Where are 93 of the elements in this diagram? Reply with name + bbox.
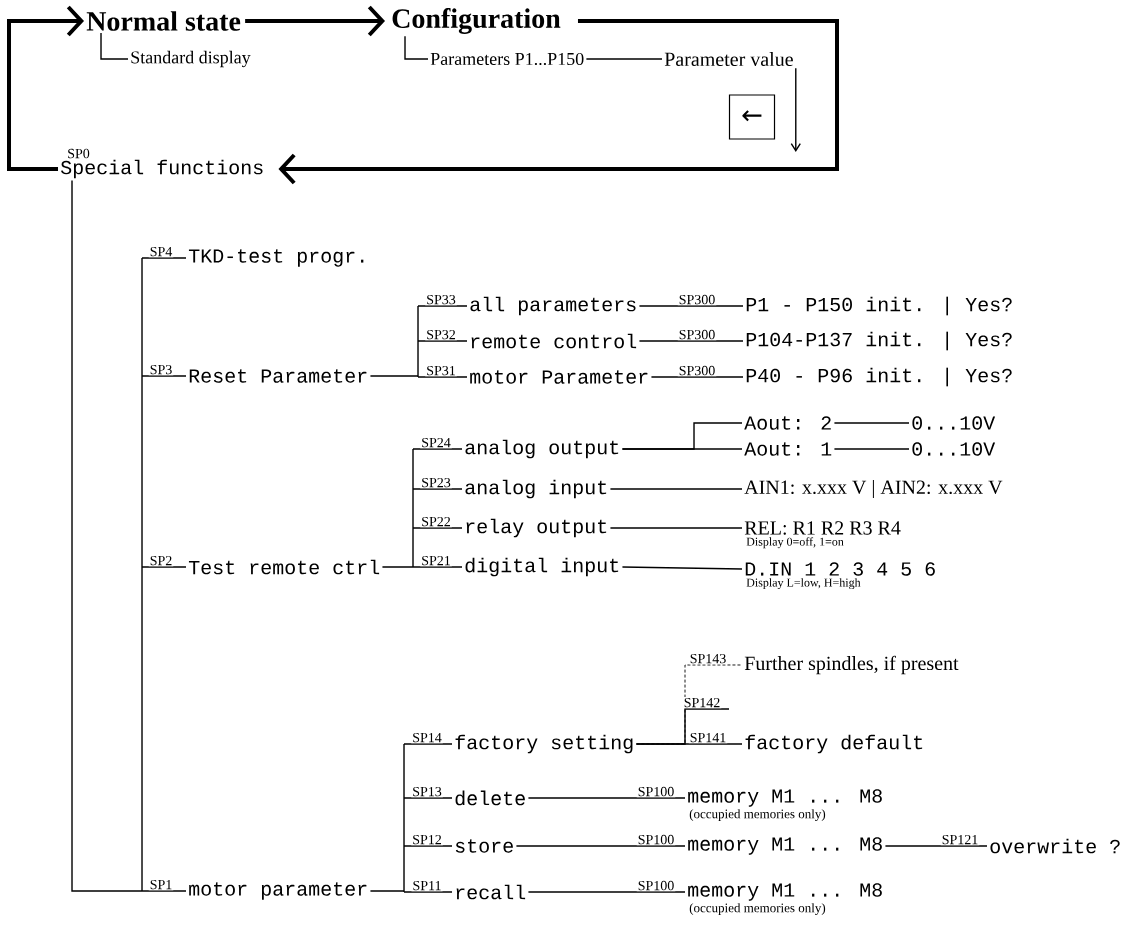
menu-item: Test remote ctrl (188, 559, 380, 575)
edge-label: SP100 (636, 879, 676, 892)
edge-label: SP2 (148, 554, 174, 567)
connector-line (650, 376, 744, 378)
arrow (245, 5, 385, 37)
step-code: SP0 (68, 148, 90, 159)
menu-item: motor Parameter (470, 370, 648, 384)
connector-line (884, 845, 988, 847)
menu-item: D.IN 1 2 3 4 5 6 (745, 562, 935, 576)
connector-line (635, 743, 743, 745)
note: (occupied memories only) (689, 903, 826, 915)
connector-line (621, 448, 743, 450)
edge-label: SP300 (677, 293, 717, 306)
connector-line (527, 891, 686, 893)
edge-label: SP100 (636, 833, 676, 846)
edge-label: SP12 (411, 833, 443, 846)
menu-item: delete (455, 790, 525, 806)
menu-item: Aout: 1 (744, 442, 832, 456)
arrow (790, 67, 801, 152)
menu-text: Parameters P1...P150 (430, 52, 584, 66)
edge-label: SP121 (940, 833, 980, 846)
menu-item: overwrite ? (990, 838, 1120, 854)
connector-line (638, 305, 744, 307)
menu-item: analog output (465, 439, 619, 459)
menu-item: memory M1 ... M8 (688, 883, 882, 901)
connector-line (609, 527, 743, 529)
edge-label: SP142 (682, 696, 722, 709)
menu-item: memory M1 ... M8 (688, 837, 882, 855)
connector-line (833, 422, 910, 424)
edge-label: SP24 (420, 436, 452, 449)
edge-label: SP300 (677, 328, 717, 341)
menu-item: all parameters (470, 296, 636, 316)
menu-item: factory setting (455, 734, 633, 754)
edge-label: SP141 (688, 731, 728, 744)
edge-label: SP3 (148, 363, 174, 376)
branch-lines (71, 179, 187, 892)
menu-text: Parameter value (664, 51, 793, 67)
menu-text: Further spindles, if present (744, 655, 959, 675)
menu-item: TKD-test progr. (188, 249, 364, 267)
connector-line (100, 32, 129, 60)
key-box: ← (728, 94, 776, 140)
connector-line (527, 797, 686, 799)
edge-label: SP4 (148, 245, 174, 258)
menu-item: recall (456, 884, 526, 900)
edge-label: SP300 (677, 364, 717, 377)
edge-label: SP31 (425, 364, 457, 377)
connector-line (621, 566, 743, 570)
menu-item: factory default (745, 734, 923, 754)
state-heading: Normal state (86, 11, 241, 31)
menu-item: digital input (465, 557, 619, 577)
state-heading: Configuration (392, 8, 561, 34)
edge-label: SP143 (688, 652, 728, 665)
note: Display 0=off, 1=on (746, 537, 844, 549)
menu-item: motor parameter (189, 882, 367, 900)
arrow (278, 19, 839, 185)
edge-label: SP11 (411, 879, 443, 892)
edge-label: SP33 (425, 293, 457, 306)
branch-lines (381, 448, 463, 568)
connector-line (609, 488, 743, 490)
branch-lines (369, 743, 453, 893)
connector-line (515, 845, 686, 847)
menu-item: P40 - P96 init. | Yes? (746, 367, 1012, 387)
menu-item: analog input (465, 479, 607, 499)
connector-line (585, 58, 663, 60)
arrow (7, 5, 84, 171)
edge-label: SP23 (420, 476, 452, 489)
menu-item: Aout: 2 (744, 416, 831, 430)
edge-label: SP100 (636, 785, 676, 798)
menu-text: Standard display (131, 50, 251, 68)
edge-label: SP14 (411, 731, 443, 744)
note: Display L=low, H=high (746, 578, 861, 590)
branch-lines (369, 305, 468, 378)
menu-text: REL: R1 R2 R3 R4 (744, 521, 901, 535)
connector-line (404, 35, 429, 60)
edge-label: SP32 (425, 328, 457, 341)
menu-text: AIN1: x.xxx V | AIN2: x.xxx V (744, 479, 1003, 499)
edge-label: SP13 (411, 785, 443, 798)
menu-item: P1 - P150 init. | Yes? (746, 296, 1012, 316)
menu-item: 0...10V (912, 416, 996, 430)
menu-item: store (455, 839, 513, 853)
menu-item: Reset Parameter (189, 369, 367, 383)
note: (occupied memories only) (689, 809, 826, 821)
menu-item: remote control (471, 333, 637, 349)
menu-item: relay output (466, 518, 607, 538)
edge-label: SP1 (148, 878, 174, 891)
edge-label: SP22 (420, 515, 452, 528)
menu-item: 0...10V (912, 442, 996, 456)
connector-line (833, 448, 910, 450)
menu-item: memory M1 ... M8 (688, 789, 882, 807)
connector-line (638, 340, 744, 342)
edge-label: SP21 (420, 554, 452, 567)
menu-item: P104-P137 init. | Yes? (746, 331, 1012, 351)
menu-item: Special functions (61, 159, 263, 179)
